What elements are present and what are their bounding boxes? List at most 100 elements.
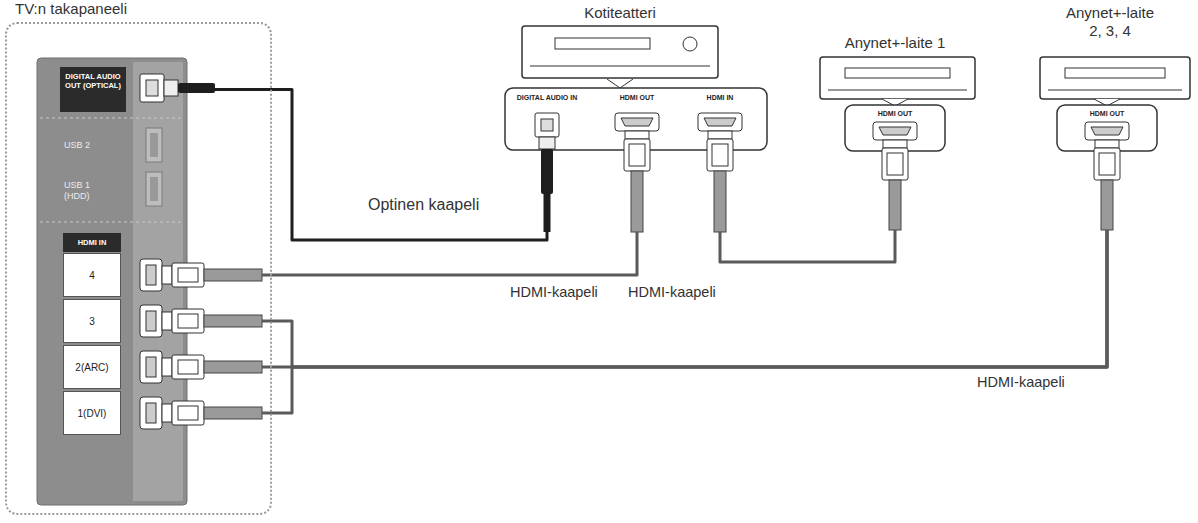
- hdmi-port: [140, 305, 162, 337]
- anynet-device: Anynet+-laite 1 HDMI OUT: [805, 30, 985, 230]
- hdmi-plug-grip: [178, 360, 198, 374]
- anynet-device-unit: [1040, 57, 1190, 99]
- node-text: USB 2: [64, 140, 90, 150]
- hdmi-plug: [172, 355, 204, 379]
- hdmi-plug-tip: [708, 131, 732, 139]
- hdmi-plug: [707, 139, 733, 171]
- home-theater: KotiteatteriDIGITAL AUDIO IN HDMI OUT HDMI…: [500, 0, 775, 232]
- optical-port: [535, 113, 559, 137]
- usb-port-label: USB 2: [60, 137, 130, 157]
- hdmi-plug-boot: [204, 361, 262, 373]
- hdmi-plug-grip: [629, 144, 645, 166]
- hdmi-plug-grip: [178, 314, 198, 328]
- hdmi-port-inner: [146, 311, 156, 331]
- node-text: Anynet+-laite 2, 3, 4: [1060, 4, 1160, 40]
- optical-plug-body: [541, 149, 553, 194]
- node-text: 3: [63, 299, 121, 343]
- hdmi-plug-boot: [204, 269, 262, 281]
- hdmi-plug-tip: [883, 140, 907, 148]
- rear-panel-callout: [1057, 105, 1157, 151]
- hdmi-plug-boot: [714, 171, 726, 232]
- node-text: USB 1 (HDD): [64, 180, 108, 202]
- cable: [215, 90, 547, 241]
- hdmi-port-inner: [146, 403, 156, 423]
- front-line: [1048, 90, 1182, 91]
- hdmi-port-label: 4: [63, 252, 262, 298]
- node-text: HDMI OUT: [850, 110, 940, 118]
- usb-port-inner: [150, 133, 158, 157]
- disc-slot: [1065, 68, 1165, 78]
- hdmi-plug-grip: [1099, 153, 1115, 175]
- node-text: DIGITAL AUDIO IN: [512, 94, 582, 102]
- hdmi-plug: [172, 401, 204, 425]
- cable-label: HDMI-kaapeli: [626, 284, 718, 300]
- cable: [720, 230, 895, 262]
- panel-divider: [40, 222, 183, 223]
- panel-heading: TV:n takapaneeli: [15, 0, 127, 17]
- hdmi-plug: [882, 148, 908, 180]
- optical-port-inner: [541, 119, 553, 131]
- hdmi-plug-boot: [204, 315, 262, 327]
- hdmi-plug-tip: [162, 312, 172, 330]
- av-port: DIGITAL AUDIO IN: [512, 92, 582, 232]
- node-text: 2(ARC): [63, 345, 121, 389]
- hdmi-port: [873, 122, 917, 140]
- optical-plug: [164, 80, 178, 96]
- node-text: HDMI IN: [63, 233, 121, 252]
- av-port: HDMI IN: [688, 92, 752, 232]
- volume-knob: [683, 37, 697, 51]
- cable: [262, 230, 1107, 367]
- hdmi-plug-boot: [889, 180, 901, 230]
- hdmi-port-label: 3: [63, 298, 262, 344]
- hdmi-port: [140, 259, 162, 291]
- hdmi-plug-grip: [887, 153, 903, 175]
- hdmi-port-inner: [146, 357, 156, 377]
- callout-pointer: [607, 79, 633, 88]
- front-line: [530, 66, 710, 67]
- node-text: DIGITAL AUDIO OUT (OPTICAL): [60, 67, 126, 112]
- hdmi-port-inner: [146, 265, 156, 285]
- hdmi-plug-grip: [178, 268, 198, 282]
- node-text: 4: [63, 253, 121, 297]
- usb-port-label: USB 1 (HDD): [60, 178, 130, 208]
- hdmi-port: [615, 113, 659, 131]
- node-text: Anynet+-laite 1: [805, 34, 985, 51]
- optical-port-inner: [146, 80, 158, 96]
- port-label: DIGITAL AUDIO OUT (OPTICAL): [60, 67, 215, 112]
- cable-label: HDMI-kaapeli: [508, 284, 600, 300]
- hdmi-port-label: 2(ARC): [63, 344, 262, 390]
- hdmi-port: [1085, 122, 1129, 140]
- panel-divider: [40, 118, 183, 119]
- node-text: HDMI OUT: [1062, 110, 1152, 118]
- node-text: Kotiteatteri: [520, 4, 720, 21]
- hdmi-port: [698, 113, 742, 131]
- hdmi-port-inner: [1091, 127, 1123, 135]
- av-port: HDMI OUT: [1062, 108, 1152, 230]
- av-port: HDMI OUT: [605, 92, 669, 232]
- optical-port: [140, 74, 164, 102]
- usb-port: [146, 172, 162, 206]
- home-theater-unit: [522, 26, 718, 78]
- tv-back-panel: TV:n takapaneeliDIGITAL AUDIO OUT (OPTIC…: [5, 22, 272, 515]
- front-line: [828, 90, 967, 91]
- av-port: HDMI OUT: [850, 108, 940, 230]
- usb-port-inner: [150, 177, 158, 201]
- usb-port: [146, 128, 162, 162]
- anynet-device-unit: [820, 57, 975, 99]
- hdmi-port-inner: [879, 127, 911, 135]
- hdmi-port: [140, 351, 162, 383]
- hdmi-plug-tip: [625, 131, 649, 139]
- hdmi-port-inner: [621, 118, 653, 126]
- disc-slot: [845, 68, 950, 78]
- node-text: 1(DVI): [63, 391, 121, 435]
- hdmi-plug-grip: [178, 406, 198, 420]
- disc-slot: [555, 38, 650, 49]
- hdmi-plug-boot: [631, 171, 643, 232]
- hdmi-plug: [1094, 148, 1120, 180]
- hdmi-plug: [172, 263, 204, 287]
- hdmi-plug: [624, 139, 650, 171]
- cable: [262, 230, 1107, 413]
- hdmi-plug-boot: [1101, 180, 1113, 230]
